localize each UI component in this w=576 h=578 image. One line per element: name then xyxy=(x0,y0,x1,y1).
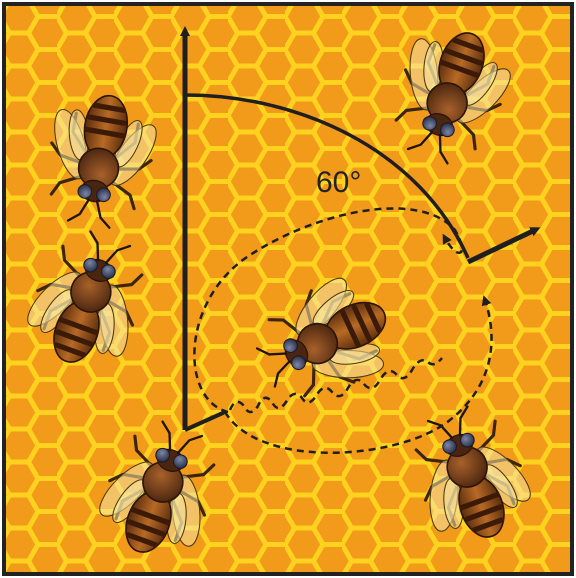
angle-label: 60° xyxy=(316,166,361,199)
